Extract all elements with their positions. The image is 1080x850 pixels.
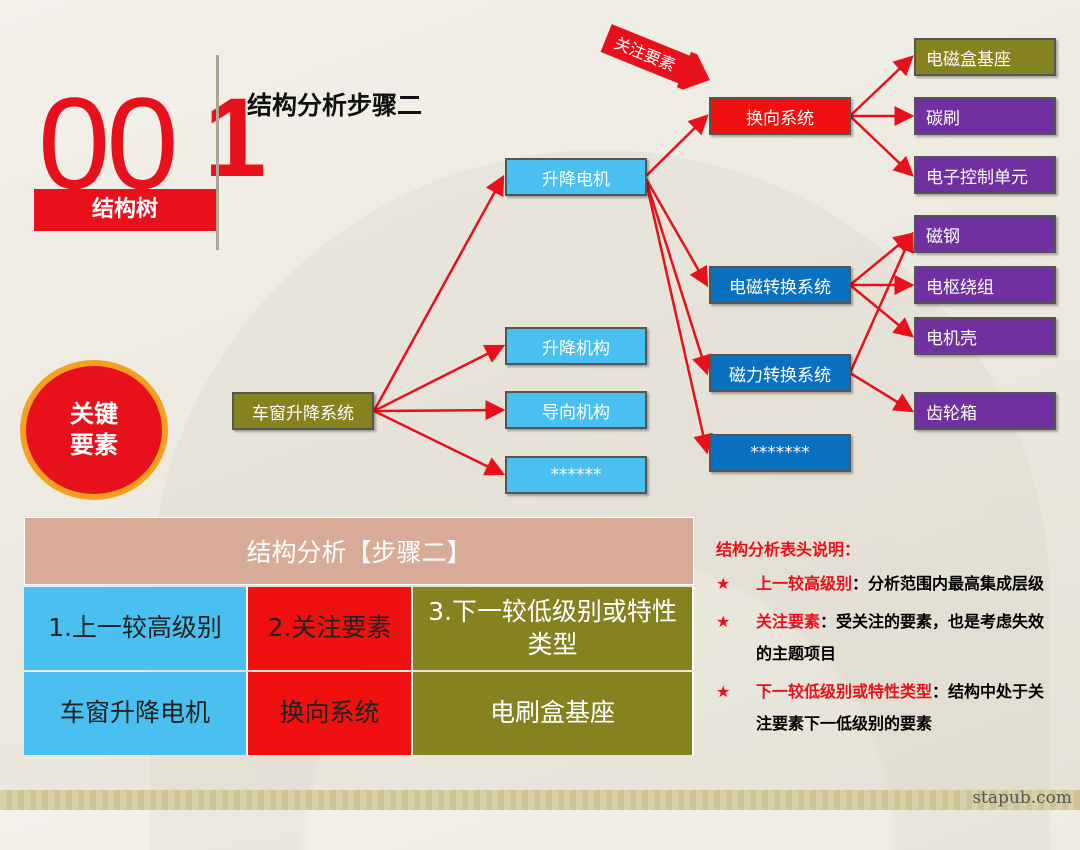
tree-node-l2: 升降电机 [505, 158, 647, 196]
tree-node-l4: 磁钢 [914, 215, 1056, 253]
connector [849, 284, 914, 338]
connector [643, 176, 709, 288]
key-elements-label: 关键要素 [70, 399, 118, 459]
table-header: 3.下一较低级别或特性类型 [413, 587, 694, 670]
note-term: 关注要素 [756, 612, 821, 631]
tree-node-l2: 升降机构 [505, 327, 647, 365]
connector [643, 176, 713, 455]
table-cell: 电刷盒基座 [413, 672, 694, 755]
note-desc: ：分析范围内最高集成层级 [852, 574, 1045, 593]
tree-connectors [372, 55, 915, 476]
connector [849, 55, 914, 117]
tree-node-l3: 电磁转换系统 [709, 266, 851, 304]
tree-node-root: 车窗升降系统 [232, 392, 374, 430]
connector [644, 114, 709, 178]
tree-node-l4: 电机壳 [914, 317, 1056, 355]
table-header: 2.关注要素 [248, 587, 413, 670]
tree-node-l2: ****** [505, 456, 647, 494]
note-term: 下一较低级别或特性类型 [756, 682, 933, 701]
section-tag: 结构树 [34, 189, 216, 231]
structure-analysis-table: 结构分析【步骤二】 1.上一较高级别 2.关注要素 3.下一较低级别或特性类型 … [24, 517, 694, 755]
table-header-row: 1.上一较高级别 2.关注要素 3.下一较低级别或特性类型 [24, 587, 694, 670]
tree-node-l4: 齿轮箱 [914, 392, 1056, 430]
star-icon: ★ [716, 682, 731, 701]
connector [373, 400, 506, 421]
connector [848, 231, 915, 374]
header-notes: 结构分析表头说明： ★ 上一较高级别：分析范围内最高集成层级 ★ 关注要素：受关注的… [716, 536, 1056, 746]
table-row: 车窗升降电机 换向系统 电刷盒基座 [24, 672, 694, 755]
connector [373, 409, 506, 476]
watermark: stapub.com [972, 788, 1072, 808]
section-number: 00 [38, 70, 179, 216]
bottom-bar [0, 790, 1080, 810]
table-header: 1.上一较高级别 [24, 587, 248, 670]
note-item: ★ 上一较高级别：分析范围内最高集成层级 [716, 568, 1056, 600]
divider [216, 55, 219, 250]
section-number-one: 1 [204, 75, 267, 200]
tree-node-l3: ******* [709, 434, 851, 472]
notes-heading: 结构分析表头说明： [716, 540, 861, 559]
tree-node-l3-focus: 换向系统 [709, 97, 851, 135]
note-term: 上一较高级别 [756, 574, 853, 593]
note-item: ★ 关注要素：受关注的要素，也是考虑失效的主题项目 [716, 606, 1056, 670]
connector [849, 371, 915, 413]
note-desc: ：结构中处于关注要素下一低级别的要素 [756, 682, 1045, 733]
note-item: ★ 下一较低级别或特性类型：结构中处于关注要素下一低级别的要素 [716, 676, 1056, 740]
tree-node-l3: 磁力转换系统 [709, 354, 851, 392]
table-cell: 车窗升降电机 [24, 672, 248, 755]
table-cell: 换向系统 [248, 672, 413, 755]
note-desc: ：受关注的要素，也是考虑失效的主题项目 [756, 612, 1045, 663]
tree-node-l4: 电子控制单元 [914, 156, 1056, 194]
tree-node-l4: 电枢绕组 [914, 266, 1056, 304]
tree-node-l2: 导向机构 [505, 391, 647, 429]
key-elements-badge: 关键要素 [20, 360, 168, 500]
star-icon: ★ [716, 612, 731, 631]
connector [372, 174, 505, 412]
connector [849, 115, 914, 177]
page-title: 结构分析步骤二 [247, 91, 423, 120]
tree-node-l4: 电磁盒基座 [914, 38, 1056, 76]
connector [373, 344, 506, 413]
star-icon: ★ [716, 574, 731, 593]
connector [643, 176, 712, 376]
tree-node-l4: 碳刷 [914, 97, 1056, 135]
table-title: 结构分析【步骤二】 [24, 517, 694, 585]
connector [849, 232, 914, 286]
